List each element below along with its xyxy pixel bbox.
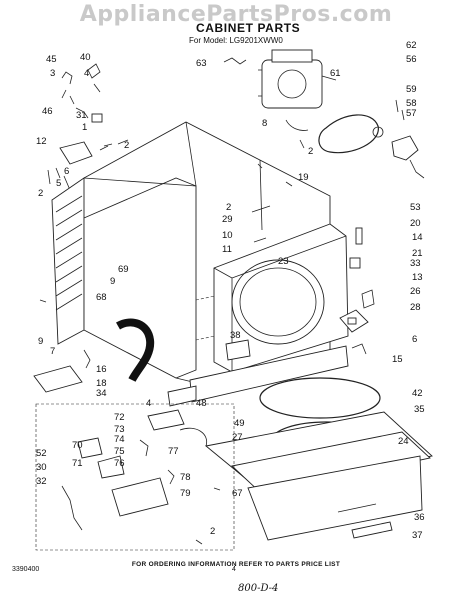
- callout-13: 13: [412, 272, 423, 283]
- callout-78: 78: [180, 472, 191, 483]
- screws: [39, 143, 293, 545]
- wire-harness-parts: [61, 63, 103, 123]
- vent-duct: [116, 318, 155, 382]
- callout-2d: 2: [226, 202, 231, 213]
- callout-46: 46: [42, 106, 53, 117]
- door: [204, 411, 433, 541]
- motor-assembly: [223, 49, 337, 109]
- callout-18: 18: [96, 378, 107, 389]
- front-panel: [213, 223, 349, 373]
- callout-77: 77: [168, 446, 179, 457]
- callout-71: 71: [72, 458, 83, 469]
- callout-3: 3: [50, 68, 55, 79]
- callout-57: 57: [406, 108, 417, 119]
- callout-40: 40: [80, 52, 91, 63]
- callout-4: 4: [84, 68, 89, 79]
- left-bracket-parts: [47, 139, 129, 191]
- callout-21: 21: [412, 248, 423, 259]
- handwritten-note: 800-D-4: [238, 583, 279, 594]
- callout-68: 68: [96, 292, 107, 303]
- callout-2e: 2: [210, 526, 215, 537]
- callout-labels: 45 40 3 4 46 31 1 63 62 56 61 8 2 59 58 …: [36, 40, 425, 541]
- callout-42: 42: [412, 388, 423, 399]
- drive-belt: [285, 114, 384, 154]
- callout-16: 16: [96, 364, 107, 375]
- toe-panel: [167, 345, 349, 407]
- callout-24: 24: [398, 436, 409, 447]
- callout-1: 1: [82, 122, 87, 133]
- callout-2: 2: [308, 146, 313, 157]
- callout-76: 76: [114, 458, 125, 469]
- callout-14: 14: [412, 232, 423, 243]
- callout-27: 27: [232, 432, 243, 443]
- callout-4b: 4: [146, 398, 151, 409]
- idler-assembly: [391, 99, 425, 179]
- callout-35: 35: [414, 404, 425, 415]
- callout-32: 32: [36, 476, 47, 487]
- manual-sheet: [33, 349, 91, 393]
- callout-74: 74: [114, 434, 125, 445]
- callout-48: 48: [196, 398, 207, 409]
- callout-52: 52: [36, 448, 47, 459]
- callout-26: 26: [410, 286, 421, 297]
- page-number: 4: [232, 566, 236, 573]
- callout-61: 61: [330, 68, 341, 79]
- callout-34: 34: [96, 388, 107, 399]
- callout-11: 11: [222, 244, 232, 255]
- callout-62: 62: [406, 40, 417, 51]
- callout-28: 28: [410, 302, 421, 313]
- callout-10: 10: [222, 230, 233, 241]
- callout-9b: 9: [38, 336, 43, 347]
- callout-75: 75: [114, 446, 125, 457]
- callout-7: 7: [50, 346, 55, 357]
- callout-67: 67: [232, 488, 243, 499]
- callout-30: 30: [36, 462, 47, 473]
- callout-56: 56: [406, 54, 417, 65]
- callout-6b: 6: [412, 334, 417, 345]
- callout-23: 23: [278, 256, 289, 267]
- callout-70: 70: [72, 440, 83, 451]
- callout-69: 69: [118, 264, 129, 275]
- callout-53: 53: [410, 202, 421, 213]
- callout-20: 20: [410, 218, 421, 229]
- model-label: For Model: LG9201XWW0: [189, 36, 283, 45]
- door-hardware: [339, 227, 375, 355]
- callout-5: 5: [56, 178, 61, 189]
- callout-49: 49: [234, 418, 245, 429]
- callout-37: 37: [412, 530, 423, 541]
- watermark: AppliancePartsPros.com: [79, 2, 393, 27]
- callout-15: 15: [392, 354, 403, 365]
- callout-6: 6: [64, 166, 69, 177]
- callout-9: 9: [110, 276, 115, 287]
- callout-12: 12: [36, 136, 47, 147]
- diagram-title: CABINET PARTS: [196, 21, 301, 35]
- callout-2c: 2: [38, 188, 43, 199]
- document-number: 3390400: [12, 566, 40, 573]
- callout-38: 38: [230, 330, 241, 341]
- callout-73: 73: [114, 424, 125, 435]
- callout-59: 59: [406, 84, 417, 95]
- callout-8: 8: [262, 118, 267, 129]
- callout-33: 33: [410, 258, 421, 269]
- callout-31: 31: [76, 110, 87, 121]
- callout-58: 58: [406, 98, 417, 109]
- ordering-footer: FOR ORDERING INFORMATION REFER TO PARTS …: [131, 561, 341, 568]
- callout-63: 63: [196, 58, 207, 69]
- callout-2b: 2: [124, 140, 129, 151]
- callout-72: 72: [114, 412, 125, 423]
- callout-19: 19: [298, 172, 309, 183]
- callout-29: 29: [222, 214, 233, 225]
- callout-36: 36: [414, 512, 425, 523]
- callout-79: 79: [180, 488, 191, 499]
- callout-45: 45: [46, 54, 57, 65]
- control-parts-box: [35, 403, 235, 551]
